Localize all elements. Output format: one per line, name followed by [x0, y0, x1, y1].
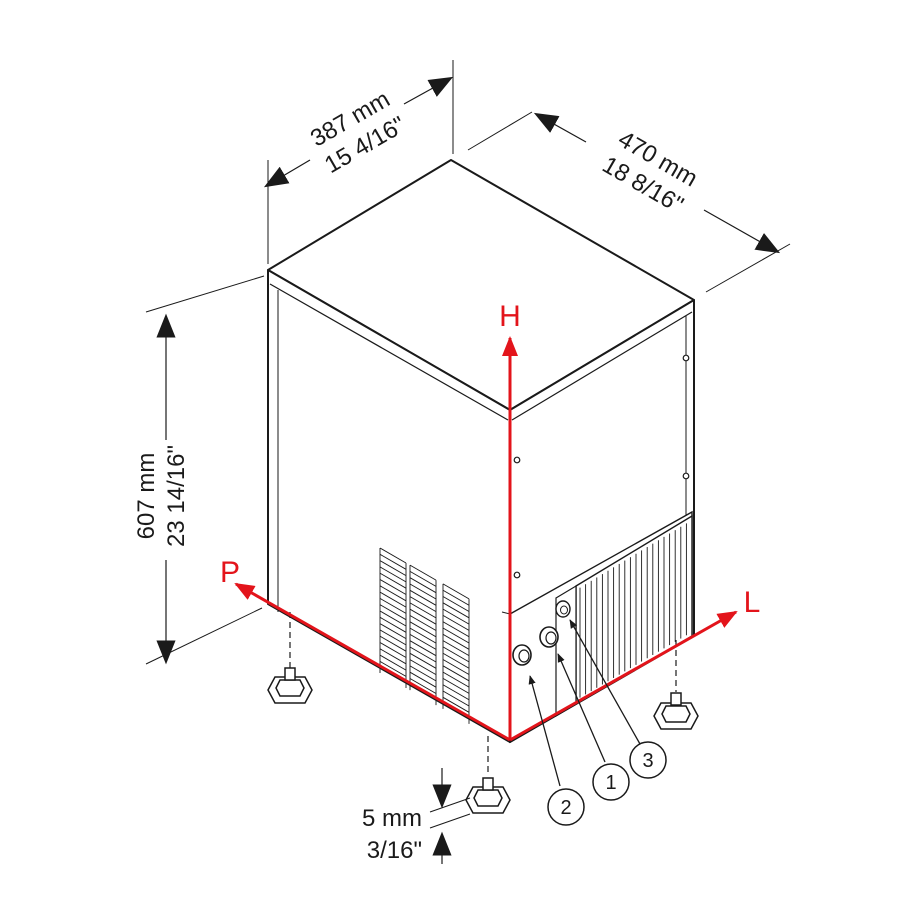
foot-front [465, 736, 511, 814]
foot-left [267, 612, 313, 704]
svg-text:3: 3 [642, 750, 653, 772]
axis-label-l: L [744, 586, 761, 619]
grille-slats [579, 523, 687, 698]
height-metric: 607 mm [133, 453, 160, 540]
side-louvres [379, 547, 470, 724]
feet-imperial: 3/16" [367, 837, 422, 864]
axes [234, 336, 738, 742]
dimension-feet: 5 mm 3/16" [362, 768, 471, 864]
connector-power [555, 600, 571, 618]
feet [267, 612, 699, 814]
feet-metric: 5 mm [362, 805, 422, 832]
svg-text:1: 1 [605, 772, 616, 794]
svg-text:2: 2 [560, 797, 571, 819]
connector-drain [512, 644, 532, 666]
screw [682, 354, 690, 362]
screw [513, 456, 521, 464]
height-imperial: 23 14/16" [163, 445, 190, 547]
foot-right [653, 640, 699, 730]
callout-1: 1 [592, 763, 630, 801]
screw [682, 472, 690, 480]
top-rim-left [269, 283, 509, 421]
callout-3: 3 [629, 741, 667, 779]
axis-label-height: H [499, 300, 521, 333]
callouts: 2 1 3 [528, 619, 667, 826]
axis-label-p: P [220, 556, 240, 589]
screw [513, 571, 521, 579]
top-rim-right [511, 311, 693, 421]
axis-l-line [509, 610, 738, 742]
connectors [512, 600, 571, 666]
panel-screws [513, 354, 690, 579]
axis-p-line [234, 582, 511, 742]
dimension-height: 607 mm 23 14/16" [133, 275, 265, 665]
callout-2: 2 [547, 788, 585, 826]
connector-water-inlet [539, 626, 559, 648]
